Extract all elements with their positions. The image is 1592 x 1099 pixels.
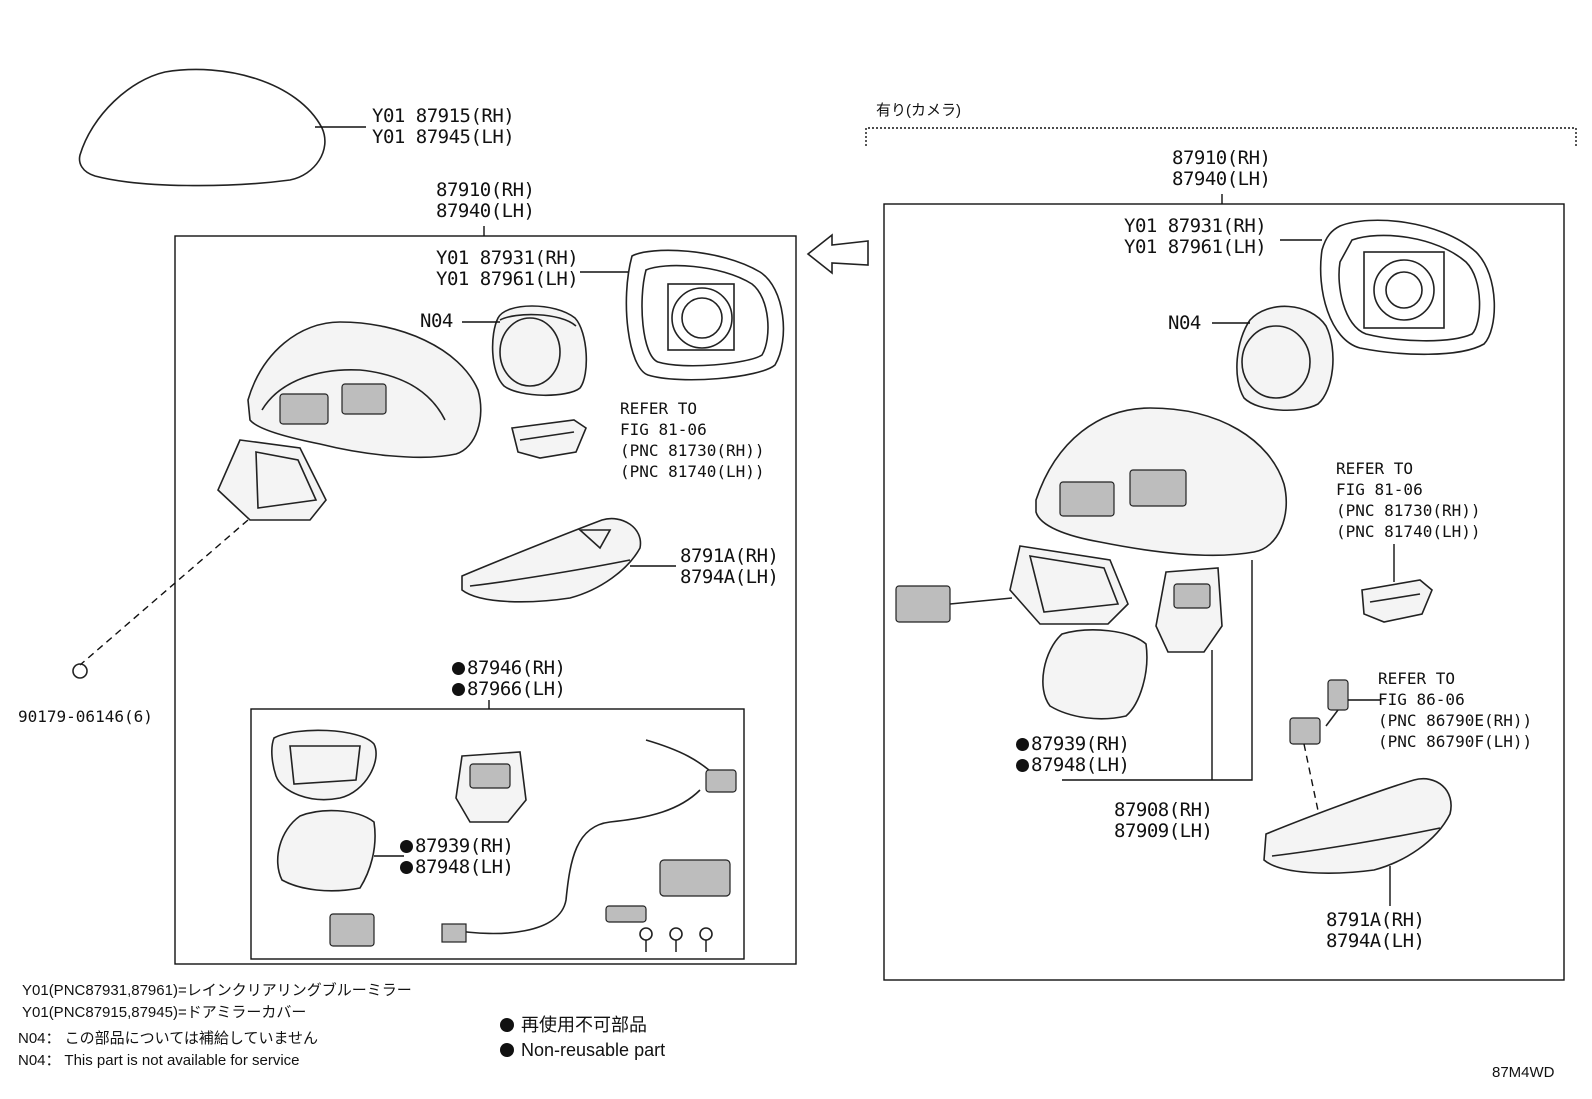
camera-bracket xyxy=(865,127,1577,146)
right-lower-cover-lh: 87948(LH) xyxy=(1016,755,1130,776)
right-assembly-box xyxy=(883,203,1565,981)
left-lamp-rh: 8791A(RH) xyxy=(680,545,779,567)
note-n04-en: N04： This part is not available for serv… xyxy=(18,1052,300,1069)
bullet-icon xyxy=(500,1043,514,1057)
right-refer-a-2: FIG 81-06 xyxy=(1336,480,1423,499)
note-nonreuse-en: Non-reusable part xyxy=(500,1039,665,1061)
right-connector xyxy=(895,585,1013,623)
right-refer-b-2: FIG 86-06 xyxy=(1378,690,1465,709)
right-housing-rh: 87908(RH) xyxy=(1114,799,1213,821)
direction-arrow xyxy=(806,233,869,275)
right-mirror-rh: Y01 87931(RH) xyxy=(1124,215,1267,237)
subkit-lower-cover xyxy=(276,809,376,892)
left-n04: N04 xyxy=(420,310,453,332)
subkit-plate xyxy=(271,729,377,801)
right-camera xyxy=(1289,679,1349,745)
note-y01-cover: Y01(PNC87915,87945)=ドアミラーカバー xyxy=(22,1004,307,1021)
subkit-screws xyxy=(639,927,713,952)
note-y01-mirror: Y01(PNC87931,87961)=レインクリアリングブルーミラー xyxy=(22,982,412,999)
right-assembly-lh: 87940(LH) xyxy=(1172,168,1271,190)
left-mirror-glass xyxy=(625,249,785,381)
clip-part xyxy=(72,663,88,679)
left-mirror-rh: Y01 87931(RH) xyxy=(436,247,579,269)
right-mirror-housing xyxy=(1009,407,1288,625)
note-nonreuse-en-text: Non-reusable part xyxy=(521,1040,666,1060)
mirror-cover-part xyxy=(78,68,326,187)
right-refer-b-4: (PNC 86790F(LH)) xyxy=(1378,732,1533,751)
subkit-motor xyxy=(455,751,527,823)
right-refer-b-1: REFER TO xyxy=(1378,669,1456,688)
left-side-lamp-small xyxy=(511,419,587,459)
subkit-harness xyxy=(329,739,737,947)
left-subkit-lh: 87966(LH) xyxy=(452,679,566,700)
right-mirror-glass xyxy=(1319,219,1496,356)
left-lower-cover-lh: 87948(LH) xyxy=(400,857,514,878)
note-nonreuse-jp: 再使用不可部品 xyxy=(500,1014,647,1036)
camera-note: 有り(カメラ) xyxy=(876,102,961,119)
left-mirror-housing xyxy=(217,321,482,521)
right-turn-lamp xyxy=(1263,777,1452,874)
left-lamp-lh: 8794A(LH) xyxy=(680,566,779,588)
right-refer-a-3: (PNC 81730(RH)) xyxy=(1336,501,1481,520)
right-lower-cover xyxy=(1042,629,1148,720)
right-lower-cover-rh: 87939(RH) xyxy=(1016,734,1130,755)
note-n04-jp: N04： この部品については補給していません xyxy=(18,1030,319,1047)
left-refer-4: (PNC 81740(LH)) xyxy=(620,462,765,481)
left-actuator-n04 xyxy=(491,305,588,397)
figure-code: 87M4WD xyxy=(1492,1064,1555,1081)
left-subkit-rh: 87946(RH) xyxy=(452,658,566,679)
right-side-lamp-small xyxy=(1361,579,1433,623)
cover-label-lh: Y01 87945(LH) xyxy=(372,126,515,148)
right-assembly-rh: 87910(RH) xyxy=(1172,147,1271,169)
bullet-icon xyxy=(500,1018,514,1032)
left-assembly-box xyxy=(174,235,797,965)
right-n04: N04 xyxy=(1168,312,1201,334)
clip-label: 90179-06146(6) xyxy=(18,707,153,726)
left-lower-cover-rh: 87939(RH) xyxy=(400,836,514,857)
left-assembly-rh: 87910(RH) xyxy=(436,179,535,201)
left-refer-3: (PNC 81730(RH)) xyxy=(620,441,765,460)
right-housing-lh: 87909(LH) xyxy=(1114,820,1213,842)
cover-label-rh: Y01 87915(RH) xyxy=(372,105,515,127)
left-mirror-lh: Y01 87961(LH) xyxy=(436,268,579,290)
right-motor xyxy=(1155,567,1223,653)
left-subkit-box xyxy=(250,708,745,960)
note-nonreuse-jp-text: 再使用不可部品 xyxy=(521,1015,647,1035)
right-refer-a-1: REFER TO xyxy=(1336,459,1414,478)
left-turn-lamp xyxy=(461,517,642,603)
right-lamp-rh: 8791A(RH) xyxy=(1326,909,1425,931)
left-refer-2: FIG 81-06 xyxy=(620,420,707,439)
left-refer-1: REFER TO xyxy=(620,399,698,418)
left-assembly-lh: 87940(LH) xyxy=(436,200,535,222)
right-refer-a-4: (PNC 81740(LH)) xyxy=(1336,522,1481,541)
right-mirror-lh: Y01 87961(LH) xyxy=(1124,236,1267,258)
right-lamp-lh: 8794A(LH) xyxy=(1326,930,1425,952)
right-refer-b-3: (PNC 86790E(RH)) xyxy=(1378,711,1533,730)
right-actuator-n04 xyxy=(1236,305,1334,412)
